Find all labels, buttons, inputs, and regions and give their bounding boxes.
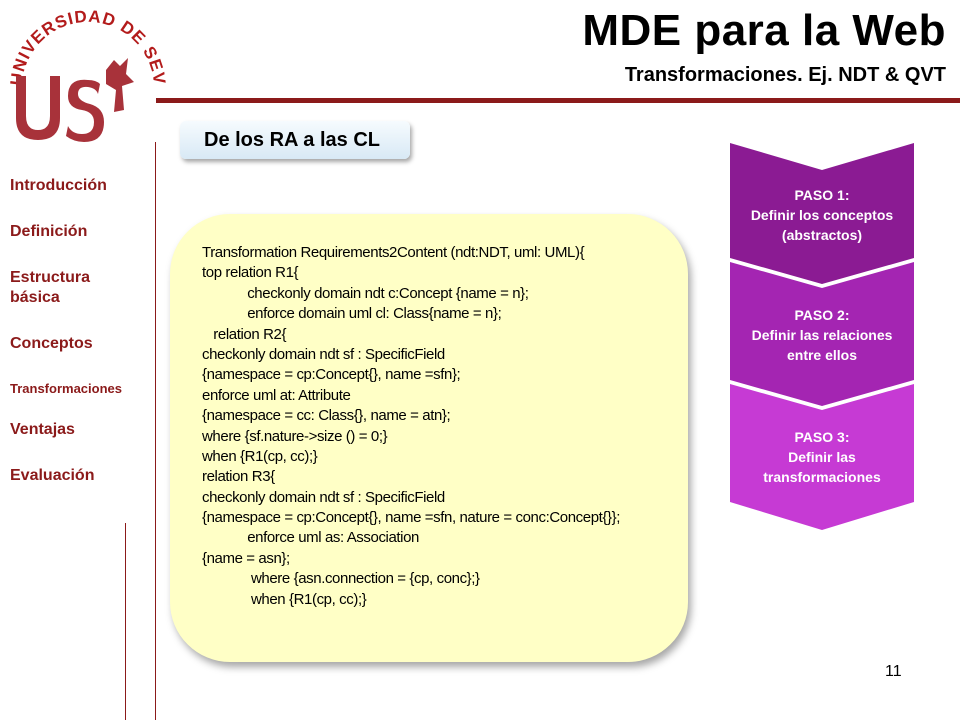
code-line: checkonly domain ndt c:Concept {name = n… xyxy=(202,284,529,302)
page-subtitle: Transformaciones. Ej. NDT & QVT xyxy=(624,64,946,86)
code-line: when {R1(cp, cc);} xyxy=(202,590,367,608)
code-line: where {sf.nature->size () = 0;} xyxy=(202,427,388,445)
sidebar-item-estructura-basica[interactable]: Estructura básica xyxy=(10,268,90,308)
svg-text:UNIVERSIDAD DE SEVILLA: UNIVERSIDAD DE SEVILLA xyxy=(2,0,169,87)
code-line: enforce uml at: Attribute xyxy=(202,386,351,404)
step-description: Definir las xyxy=(788,449,856,465)
step-description: entre ellos xyxy=(786,347,858,363)
sidebar-item-introduccion[interactable]: Introducción xyxy=(10,177,107,194)
sidebar-item-transformaciones[interactable]: Transformaciones xyxy=(10,381,122,396)
section-title-tab: De los RA a las CL xyxy=(180,121,410,159)
page-title: MDE para la Web xyxy=(582,6,946,55)
code-listing: Transformation Requirements2Content (ndt… xyxy=(202,243,682,610)
step-title: PASO 3: xyxy=(794,429,850,445)
step-description: Definir las relaciones xyxy=(751,327,893,343)
step-description: Definir los conceptos xyxy=(750,207,894,223)
code-line: enforce domain uml cl: Class{name = n}; xyxy=(202,305,502,323)
code-line: {namespace = cp:Concept{}, name =sfn}; xyxy=(202,366,461,384)
code-line: {name = asn}; xyxy=(202,549,290,567)
university-logo: UNIVERSIDAD DE SEVILLA xyxy=(2,0,169,142)
code-line: where {asn.connection = {cp, conc};} xyxy=(202,570,480,588)
code-line: relation R2{ xyxy=(202,325,287,343)
step-description: transformaciones xyxy=(763,469,881,485)
code-line: when {R1(cp, cc);} xyxy=(202,447,318,465)
code-line: checkonly domain ndt sf : SpecificField xyxy=(202,345,445,363)
step-2-label: PASO 2: Definir las relaciones entre ell… xyxy=(722,305,922,365)
sidebar-item-ventajas[interactable]: Ventajas xyxy=(10,421,75,438)
code-line: {namespace = cc: Class{}, name = atn}; xyxy=(202,407,451,425)
sidebar-divider-top xyxy=(155,142,156,720)
code-line: checkonly domain ndt sf : SpecificField xyxy=(202,488,445,506)
sidebar-item-conceptos[interactable]: Conceptos xyxy=(10,335,93,352)
step-1-label: PASO 1: Definir los conceptos (abstracto… xyxy=(722,185,922,245)
sidebar-item-label: básica xyxy=(10,289,60,306)
step-title: PASO 1: xyxy=(794,187,850,203)
page-number: 11 xyxy=(885,663,902,680)
step-description: (abstractos) xyxy=(781,227,863,243)
sidebar-divider-bottom xyxy=(125,523,126,720)
code-line: {namespace = cp:Concept{}, name =sfn, na… xyxy=(202,509,621,527)
code-line: relation R3{ xyxy=(202,468,275,486)
code-line: enforce uml as: Association xyxy=(202,529,420,547)
step-title: PASO 2: xyxy=(794,307,850,323)
code-line: Transformation Requirements2Content (ndt… xyxy=(202,244,585,261)
step-3-label: PASO 3: Definir las transformaciones xyxy=(722,427,922,487)
sidebar-item-evaluacion[interactable]: Evaluación xyxy=(10,467,95,484)
sidebar-item-definicion[interactable]: Definición xyxy=(10,223,88,240)
code-panel xyxy=(170,214,688,662)
header-divider xyxy=(156,98,960,103)
sidebar-item-label: Estructura xyxy=(10,269,91,286)
code-line: top relation R1{ xyxy=(202,264,299,282)
